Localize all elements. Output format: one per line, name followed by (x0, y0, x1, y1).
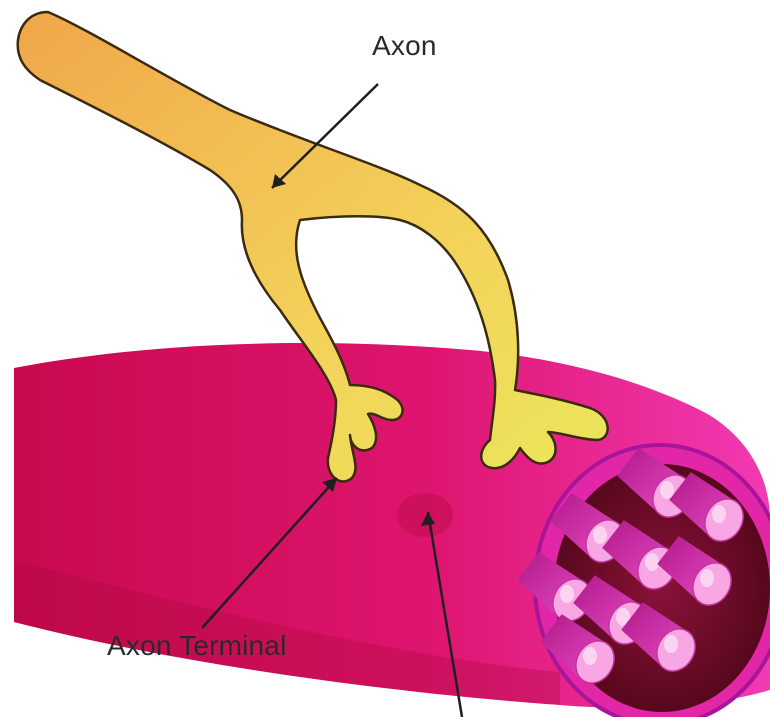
myofibril-highlight (560, 585, 574, 603)
myofibril-highlight (700, 569, 714, 587)
myofibril-highlight (660, 481, 674, 499)
motor-end-plate (397, 493, 453, 537)
axon-label: Axon (372, 30, 437, 62)
axon-terminal-label: Axon Terminal (107, 630, 287, 662)
myofibril-highlight (593, 526, 607, 544)
myofibril-highlight (645, 553, 659, 571)
myofibril-highlight (712, 505, 726, 523)
myofibril-highlight (664, 635, 678, 653)
myofibril-highlight (583, 647, 597, 665)
